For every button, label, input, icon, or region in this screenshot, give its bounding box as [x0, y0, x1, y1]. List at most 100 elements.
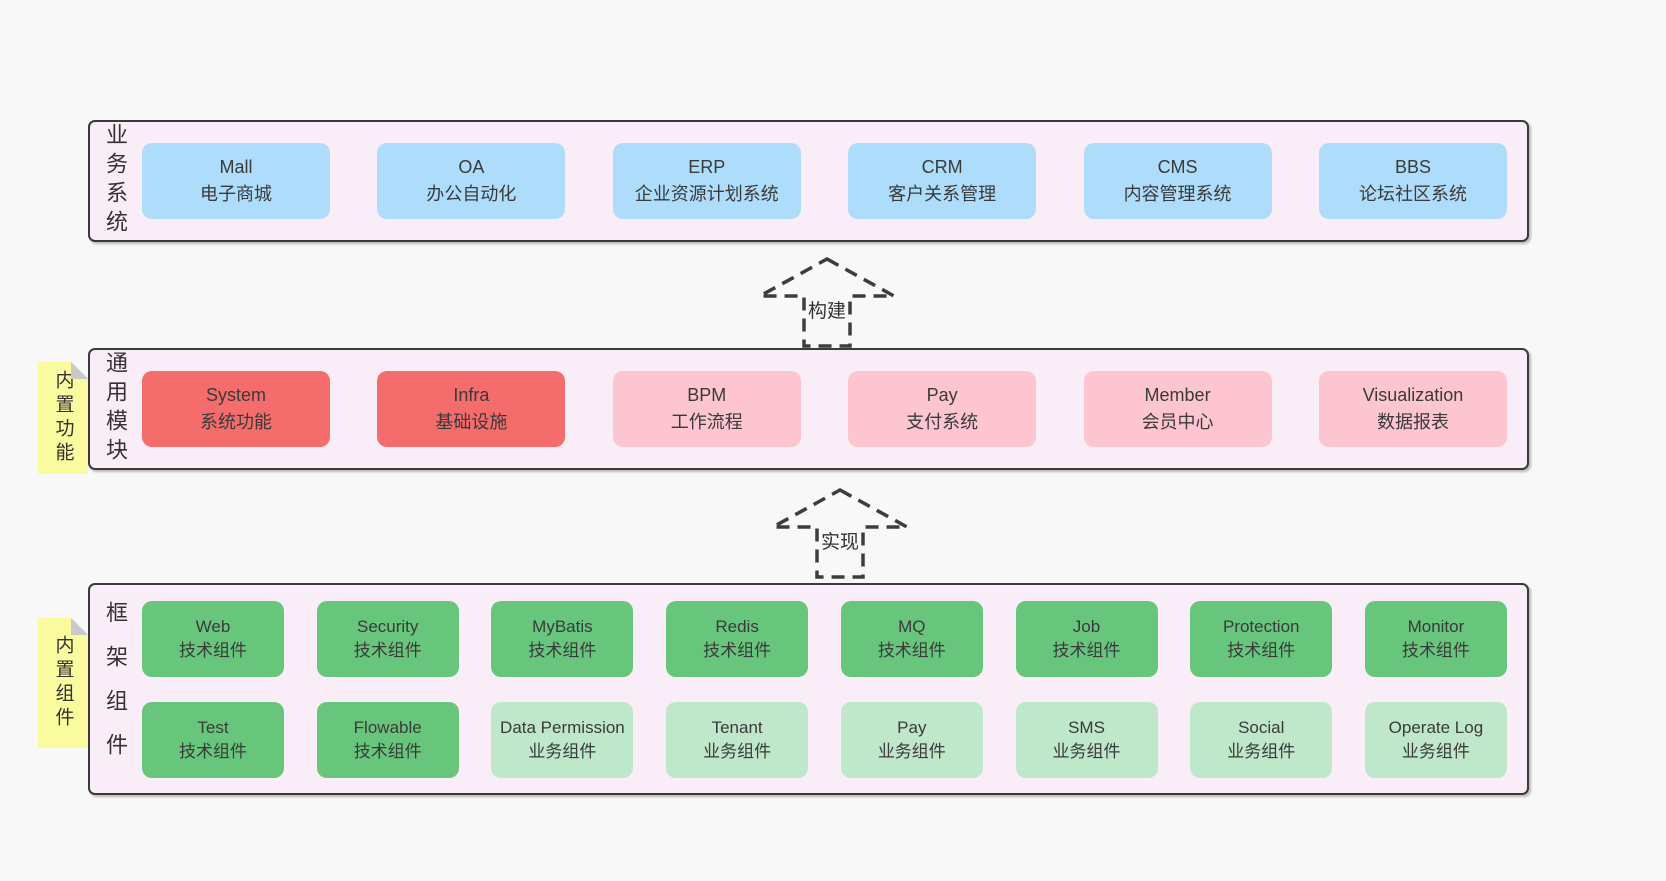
box-social: Social 业务组件 [1190, 701, 1333, 778]
box-desc: 技术组件 [353, 640, 422, 660]
box-name: BPM [687, 385, 727, 405]
box-name: Monitor [1407, 617, 1465, 637]
box-desc: 系统功能 [200, 412, 272, 432]
up-arrow-icon [759, 257, 895, 348]
arrow-implement: 实现 [770, 487, 910, 579]
panel-label-framework-components: 框架组件 [103, 601, 128, 777]
box-desc: 电子商城 [200, 184, 272, 204]
box-mall: Mall 电子商城 [142, 143, 330, 219]
box-desc: 内容管理系统 [1123, 184, 1232, 204]
box-name: Visualization [1362, 385, 1464, 405]
box-protection: Protection 技术组件 [1190, 600, 1333, 677]
sticky-note-built-in-features: 内置功能 [38, 362, 88, 474]
common-modules-boxes: System 系统功能 Infra 基础设施 BPM 工作流程 Pay 支付系统… [142, 371, 1507, 447]
box-web: Web 技术组件 [142, 600, 284, 677]
box-name: ERP [688, 157, 726, 177]
box-desc: 企业资源计划系统 [634, 184, 779, 204]
box-system: System 系统功能 [142, 371, 330, 447]
framework-components-panel: 框架组件 Web 技术组件 Security 技术组件 MyBatis 技术组件… [88, 583, 1529, 795]
box-name: Operate Log [1388, 718, 1484, 738]
box-desc: 客户关系管理 [888, 184, 997, 204]
box-desc: 业务组件 [703, 741, 772, 761]
box-job: Job 技术组件 [1015, 600, 1158, 677]
box-desc: 基础设施 [435, 412, 508, 432]
sticky-note-label: 内置功能 [52, 370, 74, 466]
box-mq: MQ 技术组件 [840, 600, 983, 677]
box-name: Web [195, 617, 231, 637]
box-name: Test [197, 718, 229, 738]
box-name: MyBatis [532, 617, 593, 637]
box-oa: OA 办公自动化 [377, 143, 566, 219]
box-desc: 数据报表 [1376, 412, 1449, 432]
box-desc: 业务组件 [1401, 741, 1470, 761]
box-desc: 会员中心 [1141, 412, 1214, 432]
box-desc: 业务组件 [1052, 741, 1121, 761]
box-desc: 技术组件 [703, 640, 772, 660]
box-name: Member [1144, 385, 1211, 405]
box-infra: Infra 基础设施 [377, 371, 566, 447]
framework-components-row-1: Web 技术组件 Security 技术组件 MyBatis 技术组件 Redi… [142, 600, 1507, 677]
box-security: Security 技术组件 [316, 600, 459, 677]
box-name: MQ [898, 617, 926, 637]
box-name: Flowable [353, 718, 422, 738]
box-name: SMS [1068, 718, 1105, 738]
box-data-permission: Data Permission 业务组件 [491, 701, 634, 778]
box-sms: SMS 业务组件 [1015, 701, 1158, 778]
box-name: CRM [921, 157, 963, 177]
box-desc: 技术组件 [528, 640, 597, 660]
arrow-build-label: 构建 [805, 296, 849, 323]
box-mybatis: MyBatis 技术组件 [491, 600, 634, 677]
box-pay-component: Pay 业务组件 [840, 701, 983, 778]
common-modules-panel: 通用模块 System 系统功能 Infra 基础设施 BPM 工作流程 Pay… [88, 348, 1529, 470]
box-monitor: Monitor 技术组件 [1364, 600, 1507, 677]
box-test: Test 技术组件 [142, 701, 284, 778]
up-arrow-icon [772, 488, 908, 579]
box-desc: 技术组件 [1401, 640, 1470, 660]
box-desc: 工作流程 [670, 412, 743, 432]
box-desc: 办公自动化 [426, 184, 517, 204]
arrow-implement-label: 实现 [818, 527, 862, 554]
business-systems-boxes: Mall 电子商城 OA 办公自动化 ERP 企业资源计划系统 CRM 客户关系… [142, 143, 1507, 219]
box-tenant: Tenant 业务组件 [666, 701, 809, 778]
box-bpm: BPM 工作流程 [612, 371, 801, 447]
box-desc: 技术组件 [1227, 640, 1296, 660]
box-desc: 业务组件 [528, 741, 597, 761]
box-visualization: Visualization 数据报表 [1318, 371, 1507, 447]
panel-label-common-modules: 通用模块 [103, 351, 128, 467]
box-desc: 技术组件 [353, 741, 422, 761]
box-name: Pay [897, 718, 927, 738]
box-name: Mall [219, 157, 253, 177]
box-redis: Redis 技术组件 [666, 600, 809, 677]
box-desc: 技术组件 [877, 640, 946, 660]
sticky-note-label: 内置组件 [52, 635, 74, 731]
box-desc: 技术组件 [179, 741, 247, 761]
panel-label-business-systems: 业务系统 [103, 123, 128, 239]
box-desc: 业务组件 [1227, 741, 1296, 761]
box-crm: CRM 客户关系管理 [848, 143, 1037, 219]
box-name: Redis [715, 617, 759, 637]
box-name: Security [356, 617, 419, 637]
sticky-note-built-in-components: 内置组件 [38, 618, 88, 748]
framework-components-row-2: Test 技术组件 Flowable 技术组件 Data Permission … [142, 701, 1507, 778]
box-operate-log: Operate Log 业务组件 [1364, 701, 1507, 778]
box-pay-module: Pay 支付系统 [848, 371, 1037, 447]
box-desc: 技术组件 [1052, 640, 1121, 660]
box-name: Data Permission [500, 718, 625, 738]
box-bbs: BBS 论坛社区系统 [1318, 143, 1507, 219]
box-name: CMS [1157, 157, 1198, 177]
box-name: Tenant [711, 718, 763, 738]
box-flowable: Flowable 技术组件 [316, 701, 459, 778]
business-systems-panel: 业务系统 Mall 电子商城 OA 办公自动化 ERP 企业资源计划系统 CRM… [88, 120, 1529, 242]
box-name: System [205, 385, 266, 405]
arrow-build: 构建 [757, 256, 897, 348]
box-name: Infra [453, 385, 490, 405]
box-desc: 业务组件 [877, 741, 946, 761]
box-name: Pay [926, 385, 958, 405]
box-name: Job [1072, 617, 1101, 637]
box-desc: 支付系统 [906, 412, 979, 432]
box-name: Protection [1222, 617, 1300, 637]
box-desc: 技术组件 [179, 640, 247, 660]
box-name: BBS [1394, 157, 1431, 177]
framework-components-grid: Web 技术组件 Security 技术组件 MyBatis 技术组件 Redi… [142, 600, 1507, 778]
box-erp: ERP 企业资源计划系统 [612, 143, 801, 219]
